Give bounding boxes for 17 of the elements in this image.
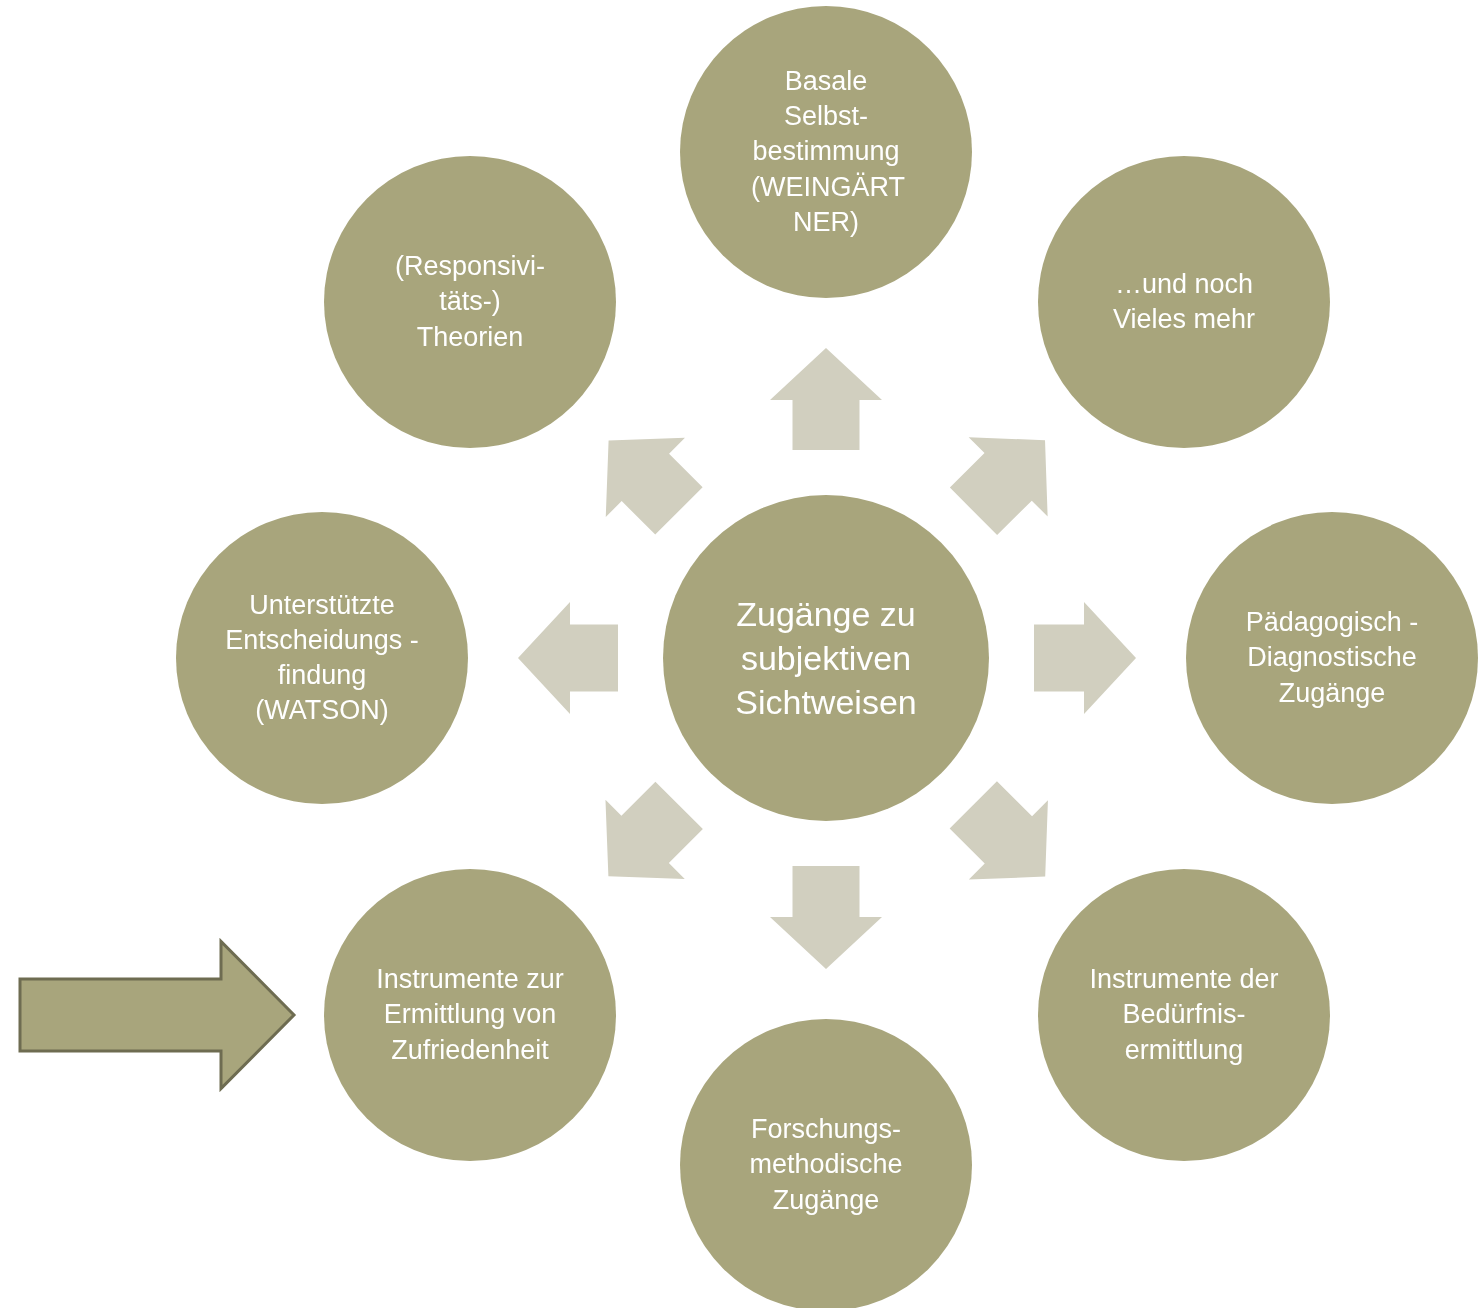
block-arrow (518, 602, 618, 714)
block-arrow (949, 437, 1048, 536)
block-arrow (605, 781, 703, 879)
node-label: …und noch Vieles mehr (1111, 267, 1257, 336)
node-label: Instrumente zur Ermittlung von Zufriedenheit (375, 963, 565, 1067)
block-arrow (605, 437, 703, 535)
block-arrow (1034, 602, 1136, 714)
block-arrow (770, 348, 882, 450)
node-label: Zugänge zu subjektiven Sichtweisen (734, 593, 918, 724)
block-arrow (770, 866, 882, 969)
node-label: Forschungs- methodische Zugänge (748, 1113, 904, 1217)
node-label: Instrumente der Bedürfnis- ermittlung (1088, 963, 1280, 1067)
block-arrow (949, 781, 1048, 880)
block-arrow (18, 937, 297, 1093)
node-label: Pädagogisch - Diagnostische Zugänge (1244, 606, 1420, 710)
node-label: Unterstützte Entscheidungs -findung (WATSON) (224, 588, 420, 728)
node-label: (Responsivi- täts-) Theorien (393, 250, 546, 354)
